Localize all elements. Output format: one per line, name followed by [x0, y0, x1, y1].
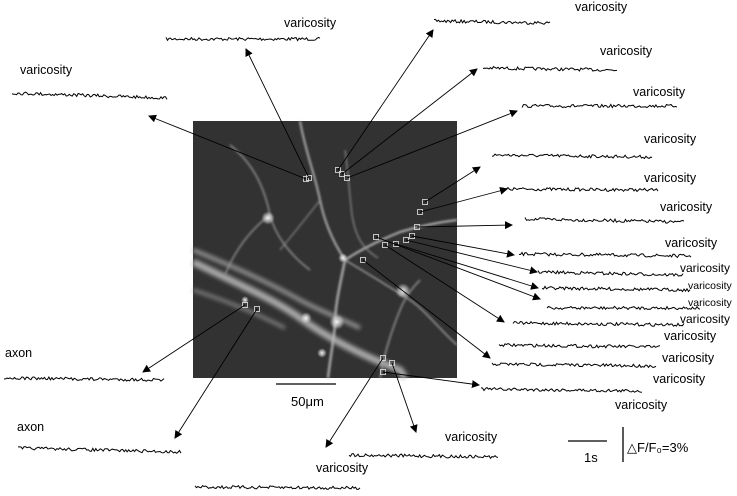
roi-arrow — [174, 308, 258, 439]
roi-arrow — [341, 68, 478, 175]
varicosity-trace — [512, 320, 685, 327]
fluorescence-micrograph — [191, 120, 458, 380]
roi-arrow — [346, 109, 518, 179]
varicosity-trace — [521, 103, 678, 109]
varicosity-trace — [518, 251, 692, 259]
roi-arrow — [384, 244, 505, 323]
roi-arrow — [391, 362, 418, 433]
varicosity-trace — [482, 65, 618, 72]
roi-marker — [380, 355, 386, 361]
roi-marker — [306, 175, 312, 181]
axon-trace — [3, 375, 165, 382]
roi-marker — [373, 234, 379, 240]
roi-arrow — [382, 371, 480, 389]
axon-label: axon — [5, 346, 33, 360]
roi-marker — [303, 176, 309, 182]
bright-somata — [241, 211, 411, 358]
roi-marker — [389, 360, 395, 366]
axon-trace — [18, 446, 182, 454]
varicosity-label: varicosity — [615, 398, 668, 412]
varicosity-label: varicosity — [664, 329, 717, 343]
varicosity-label: varicosity — [653, 372, 706, 386]
roi-arrow — [245, 48, 310, 179]
varicosity-label: varicosity — [660, 200, 713, 214]
roi-arrow — [362, 259, 491, 359]
traces — [3, 18, 701, 491]
varicosity-label: varicosity — [445, 430, 498, 444]
varicosity-label: varicosity — [633, 85, 686, 99]
roi-marker — [403, 237, 409, 243]
varicosity-label: varicosity — [644, 132, 697, 146]
roi-arrow — [405, 239, 538, 275]
roi-marker — [360, 257, 366, 263]
varicosity-trace — [194, 484, 361, 491]
varicosity-trace — [498, 342, 661, 349]
roi-marker — [335, 167, 341, 173]
roi-arrow — [411, 235, 515, 258]
varicosity-trace — [501, 186, 659, 193]
roi-marker — [242, 302, 248, 308]
roi-arrow — [337, 29, 434, 171]
time-scale-bar-label: 1s — [584, 450, 598, 465]
varicosity-label: varicosity — [665, 236, 718, 250]
roi-marker — [339, 171, 345, 177]
roi-arrow — [142, 304, 246, 373]
arrows — [142, 29, 541, 448]
varicosity-trace — [491, 153, 653, 160]
roi-marker — [417, 209, 423, 215]
varicosity-label: varicosity — [20, 63, 73, 77]
roi-arrow — [395, 243, 539, 290]
roi-marker — [409, 233, 415, 239]
varicosity-label: varicosity — [688, 280, 732, 292]
roi-arrow — [148, 114, 307, 180]
varicosity-trace — [348, 453, 499, 460]
varicosity-label: varicosity — [680, 312, 731, 326]
varicosity-label: varicosity — [680, 261, 731, 275]
varicosity-trace — [537, 269, 684, 277]
axon-label: axon — [17, 420, 45, 434]
roi-markers — [242, 167, 428, 375]
varicosity-label: varicosity — [644, 171, 697, 185]
varicosity-label: varicosity — [284, 16, 337, 30]
roi-marker — [254, 306, 260, 312]
micrograph-haze — [193, 121, 457, 378]
varicosity-trace — [480, 386, 643, 393]
varicosity-trace — [11, 91, 168, 100]
micrograph-scale-bar-label: 50μm — [291, 394, 324, 409]
varicosity-label: varicosity — [600, 44, 653, 58]
roi-marker — [382, 242, 388, 248]
roi-marker — [344, 175, 350, 181]
varicosity-label: varicosity — [316, 461, 369, 475]
roi-arrow — [416, 221, 513, 230]
roi-marker — [422, 199, 428, 205]
varicosity-trace — [546, 305, 701, 311]
varicosity-trace — [433, 18, 551, 25]
roi-arrow — [375, 236, 541, 301]
varicosity-label: varicosity — [662, 351, 715, 365]
varicosity-trace — [524, 217, 685, 224]
roi-arrow — [419, 186, 508, 213]
amplitude-scale-bar-label: △F/F₀=3% — [627, 440, 689, 455]
varicosity-label: varicosity — [575, 0, 628, 14]
roi-arrow — [424, 166, 481, 203]
varicosity-trace — [165, 36, 321, 42]
varicosity-trace — [541, 285, 691, 293]
varicosity-trace — [491, 362, 657, 369]
varicosity-label: varicosity — [688, 297, 732, 309]
roi-arrow — [325, 357, 384, 448]
